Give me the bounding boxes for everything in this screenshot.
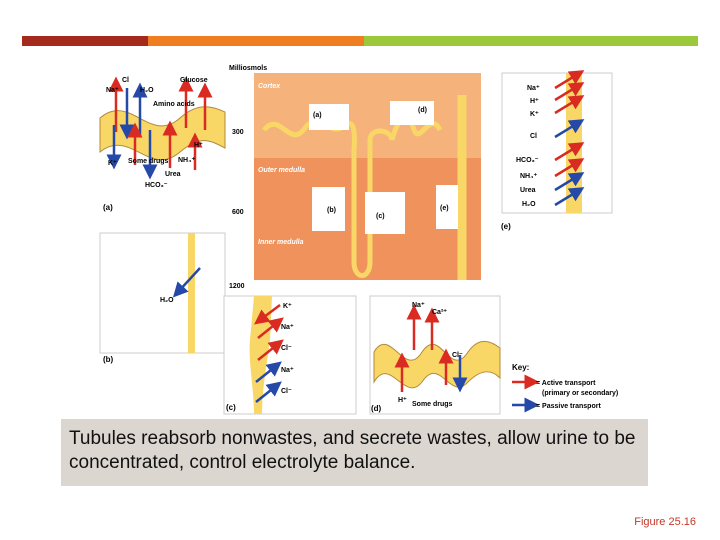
label-a-urea: Urea bbox=[165, 171, 181, 178]
label-e-h2o: H₂O bbox=[522, 201, 536, 208]
key-title: Key: bbox=[512, 363, 529, 372]
label-a-na: Na⁺ bbox=[106, 87, 119, 94]
panel-e-label: (e) bbox=[501, 222, 511, 231]
marker-c-box bbox=[365, 192, 405, 234]
label-e-na: Na⁺ bbox=[527, 85, 540, 92]
panel-c-tubule-wall bbox=[249, 296, 272, 414]
label-d-h: H⁺ bbox=[398, 397, 407, 404]
label-e-cl: Cl bbox=[530, 133, 537, 140]
arrow-c-5 bbox=[255, 381, 282, 403]
label-d-cl: Cl⁻ bbox=[452, 352, 463, 359]
caption-box: Tubules reabsorb nonwastes, and secrete … bbox=[61, 419, 648, 486]
panel-e-collecting-duct: Na⁺ H⁺ K⁺ Cl HCO₃⁻ NH₄⁺ Urea H₂O (e) bbox=[501, 70, 613, 231]
panel-d-label: (d) bbox=[371, 404, 382, 413]
arrow-e-8 bbox=[554, 187, 585, 207]
label-a-h: H⁺ bbox=[194, 142, 203, 149]
panel-c-frame bbox=[223, 295, 357, 415]
panel-a-label: (a) bbox=[103, 203, 113, 212]
outer-medulla-label: Outer medulla bbox=[258, 167, 305, 174]
marker-b: (b) bbox=[327, 207, 336, 214]
inner-medulla-label: Inner medulla bbox=[258, 239, 304, 246]
label-c-na-1: Na⁺ bbox=[281, 324, 294, 331]
arrow-e-1 bbox=[554, 70, 585, 90]
marker-c: (c) bbox=[376, 213, 385, 220]
marker-d-box bbox=[390, 101, 434, 125]
arrow-c-1 bbox=[254, 304, 281, 325]
tick-1200: 1200 bbox=[229, 283, 245, 290]
label-e-nh4: NH₄⁺ bbox=[520, 173, 537, 180]
label-d-some-drugs: Some drugs bbox=[412, 401, 453, 408]
label-a-k: K⁺ bbox=[108, 160, 117, 167]
label-a-nh4: NH₄⁺ bbox=[178, 157, 195, 164]
label-e-k: K⁺ bbox=[530, 111, 539, 118]
panel-b-frame bbox=[99, 232, 226, 354]
label-e-hco3: HCO₃⁻ bbox=[516, 157, 539, 164]
accent-segment-orange bbox=[148, 36, 364, 46]
panel-b-descending-limb: H₂O (b) bbox=[99, 232, 226, 364]
key-active-label: = Active transport bbox=[536, 380, 596, 387]
tick-300: 300 bbox=[232, 129, 244, 136]
arrow-c-3 bbox=[257, 339, 284, 361]
label-c-cl-1: Cl⁻ bbox=[281, 345, 292, 352]
panel-c-label: (c) bbox=[226, 403, 236, 412]
arrow-e-7 bbox=[554, 172, 585, 192]
label-a-h2o: H₂O bbox=[140, 87, 154, 94]
panel-b-tubule-wall bbox=[188, 233, 195, 353]
arrow-e-4 bbox=[554, 119, 585, 139]
label-e-urea: Urea bbox=[520, 187, 536, 194]
panel-c-ascending-limb: K⁺ Na⁺ Cl⁻ Na⁺ Cl⁻ (c) bbox=[223, 295, 357, 415]
arrow-e-5 bbox=[554, 142, 585, 162]
nephron-loop bbox=[262, 118, 395, 278]
arrow-b-water bbox=[172, 267, 201, 298]
key-passive-label: = Passive transport bbox=[536, 403, 601, 410]
figure-reference: Figure 25.16 bbox=[634, 516, 696, 528]
marker-d: (d) bbox=[418, 107, 427, 114]
title-accent-bar bbox=[22, 36, 698, 46]
arrow-e-2 bbox=[554, 82, 585, 102]
label-a-glucose: Glucose bbox=[180, 77, 208, 84]
label-a-some-drugs: Some drugs bbox=[128, 158, 169, 165]
arrow-e-3 bbox=[554, 95, 585, 115]
label-c-na-2: Na⁺ bbox=[281, 367, 294, 374]
transport-key: Key: = Active transport (primary or seco… bbox=[512, 363, 618, 413]
panel-b-label: (b) bbox=[103, 355, 114, 364]
distal-tubule-wall bbox=[373, 340, 501, 389]
cortex-label: Cortex bbox=[258, 83, 281, 90]
label-c-k: K⁺ bbox=[283, 303, 292, 310]
marker-a: (a) bbox=[313, 112, 322, 119]
label-d-ca: Ca²⁺ bbox=[432, 309, 447, 316]
label-c-cl-2: Cl⁻ bbox=[281, 388, 292, 395]
label-e-h: H⁺ bbox=[530, 98, 539, 105]
arrow-e-6 bbox=[554, 158, 585, 178]
marker-e-box bbox=[436, 185, 458, 229]
arrow-c-4 bbox=[255, 361, 282, 383]
marker-a-box bbox=[309, 104, 349, 130]
arrow-c-2 bbox=[257, 317, 284, 339]
label-a-amino-acids: Amino acids bbox=[153, 101, 195, 108]
marker-b-box bbox=[312, 187, 345, 231]
label-a-hco3: HCO₃⁻ bbox=[145, 182, 168, 189]
label-b-h2o: H₂O bbox=[160, 297, 174, 304]
panel-d-distal-tubule: Na⁺ Ca²⁺ Cl⁻ H⁺ Some drugs (d) bbox=[369, 295, 501, 415]
tick-600: 600 bbox=[232, 209, 244, 216]
accent-segment-green bbox=[364, 36, 698, 46]
panel-e-frame bbox=[501, 72, 613, 214]
key-active-sub: (primary or secondary) bbox=[542, 390, 618, 397]
panel-a-proximal-tubule: Cl Na⁺ H₂O Glucose Amino acids H⁺ K⁺ Som… bbox=[99, 76, 226, 212]
label-a-cl: Cl bbox=[122, 77, 129, 84]
kidney-zones: Milliosmols 300 600 1200 Cortex Outer me… bbox=[229, 65, 481, 290]
label-d-na: Na⁺ bbox=[412, 302, 425, 309]
scale-label: Milliosmols bbox=[229, 65, 267, 72]
accent-segment-red bbox=[22, 36, 148, 46]
marker-e: (e) bbox=[440, 205, 449, 212]
